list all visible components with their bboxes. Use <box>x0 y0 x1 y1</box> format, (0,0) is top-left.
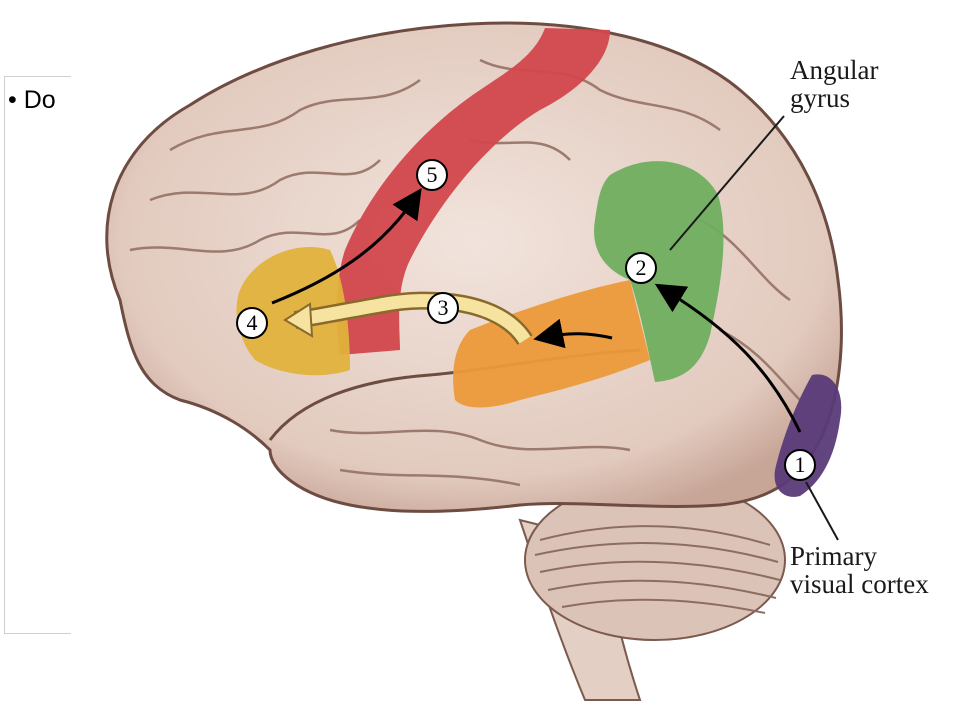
arrow-to-wernicke <box>533 318 613 349</box>
marker-5: 5 <box>416 159 448 191</box>
angular-gyrus-label: Angular gyrus <box>790 56 878 112</box>
visual-cortex-leader <box>805 481 839 541</box>
marker-4-label: 4 <box>247 310 258 335</box>
marker-1: 1 <box>784 449 816 481</box>
marker-2: 2 <box>625 252 657 284</box>
angular-gyrus-leader <box>669 115 785 251</box>
text-panel <box>4 76 71 634</box>
marker-4: 4 <box>236 307 268 339</box>
marker-5-label: 5 <box>427 162 438 187</box>
angular-gyrus-region <box>594 161 724 382</box>
primary-visual-cortex-label: Primary visual cortex <box>790 542 929 598</box>
marker-2-label: 2 <box>636 255 647 280</box>
marker-1-label: 1 <box>795 452 806 477</box>
primary-visual-cortex-label-line1: Primary <box>790 541 877 571</box>
pathway-arrowhead-3 <box>283 302 314 338</box>
bullet-item: • Do <box>8 86 56 114</box>
marker-3-label: 3 <box>438 295 449 320</box>
angular-gyrus-label-line2: gyrus <box>790 83 850 113</box>
arrow-4-to-5 <box>271 188 422 305</box>
arrow-1-to-2 <box>654 283 802 433</box>
bullet-text: Do <box>23 86 56 114</box>
marker-3: 3 <box>427 292 459 324</box>
motor-cortex-region <box>336 28 610 355</box>
cerebellum <box>524 479 786 641</box>
primary-visual-cortex-label-line2: visual cortex <box>790 569 929 599</box>
angular-gyrus-label-line1: Angular <box>790 55 879 85</box>
